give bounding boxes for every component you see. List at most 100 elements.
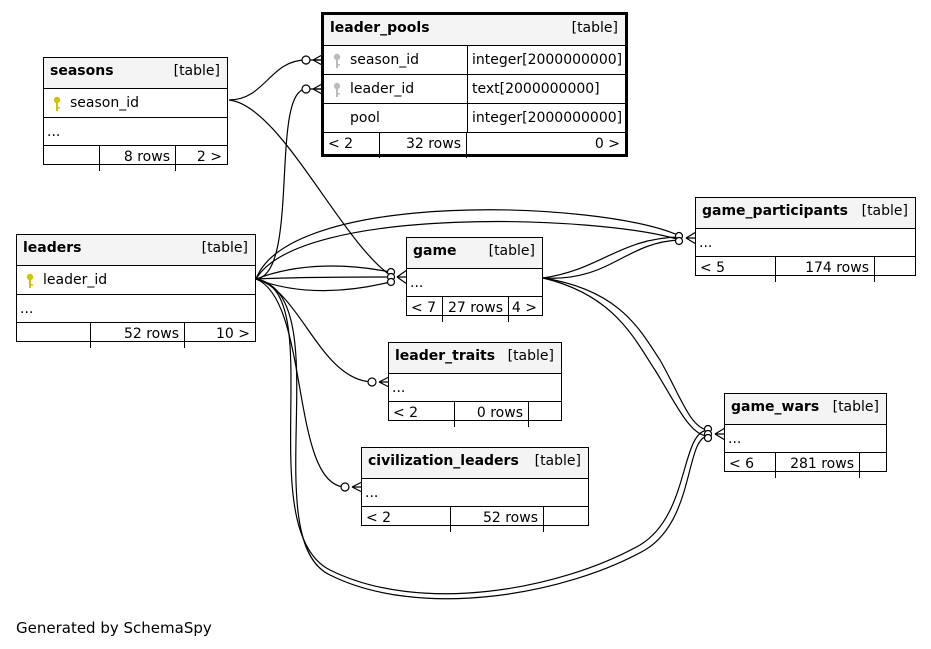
table-name: civilization_leaders <box>368 453 519 469</box>
edge-leaders-game-participants-2 <box>255 220 681 280</box>
table-game-wars[interactable]: game_wars [table] ... < 6 281 rows <box>724 393 887 478</box>
table-footer: < 7 27 rows 4 > <box>407 296 542 322</box>
column-row[interactable]: leader_id <box>17 265 255 294</box>
footer-children <box>874 257 915 282</box>
table-footer: < 2 32 rows 0 > <box>324 132 625 158</box>
edge-leaders-game-participants-1 <box>255 209 681 280</box>
table-seasons[interactable]: seasons [table] season_id ... 8 rows 2 > <box>43 57 228 171</box>
column-name: pool <box>350 110 380 126</box>
footer-children[interactable]: 10 > <box>184 323 255 348</box>
footer-children <box>859 453 886 478</box>
table-type: [table] <box>861 203 908 219</box>
footer-children[interactable]: 2 > <box>175 146 227 171</box>
table-name: leader_pools <box>330 20 430 36</box>
table-type: [table] <box>507 348 554 364</box>
more-columns[interactable]: ... <box>362 478 588 506</box>
table-leader-pools[interactable]: leader_pools [table] season_id integer[2… <box>321 12 628 158</box>
table-footer: < 6 281 rows <box>725 452 886 478</box>
table-footer: 52 rows 10 > <box>17 322 255 348</box>
primary-key-icon <box>53 96 61 111</box>
table-game[interactable]: game [table] ... < 7 27 rows 4 > <box>406 237 543 322</box>
footer-parents[interactable]: < 2 <box>393 405 419 421</box>
footer-row-count: 52 rows <box>90 323 184 348</box>
table-civilization-leaders[interactable]: civilization_leaders [table] ... < 2 52 … <box>361 447 589 532</box>
table-type: [table] <box>173 63 220 79</box>
footer-children <box>528 402 561 427</box>
table-footer: 8 rows 2 > <box>44 145 227 171</box>
column-name: leader_id <box>43 272 108 288</box>
more-columns[interactable]: ... <box>44 117 227 145</box>
table-type: [table] <box>534 453 581 469</box>
table-header: leader_pools [table] <box>324 15 625 45</box>
table-name: game_participants <box>702 203 848 219</box>
edge-game-game-participants-1 <box>542 236 681 279</box>
column-row[interactable]: leader_id text[2000000000] <box>324 74 625 103</box>
table-header: game_wars [table] <box>725 394 886 424</box>
column-name: season_id <box>70 95 139 111</box>
column-row[interactable]: pool integer[2000000000] <box>324 103 625 132</box>
footer-row-count: 32 rows <box>379 133 466 158</box>
table-footer: < 5 174 rows <box>696 256 915 282</box>
table-name: leaders <box>23 240 82 256</box>
footer-parents[interactable]: < 7 <box>411 300 437 316</box>
table-header: civilization_leaders [table] <box>362 448 588 478</box>
footer-row-count: 8 rows <box>99 146 175 171</box>
more-columns[interactable]: ... <box>407 268 542 296</box>
edge-leaders-civilization-leaders <box>255 278 346 488</box>
table-name: seasons <box>50 63 114 79</box>
edge-seasons-game <box>228 99 391 276</box>
table-header: seasons [table] <box>44 58 227 88</box>
edge-game-game-wars-2 <box>542 277 709 437</box>
edge-leaders-game-3 <box>255 278 391 292</box>
table-leaders[interactable]: leaders [table] leader_id ... 52 rows 10… <box>16 234 256 348</box>
foreign-key-icon <box>333 82 341 97</box>
table-name: game_wars <box>731 399 820 415</box>
edge-leaders-leader-pools <box>255 88 322 280</box>
edge-seasons-leader-pools <box>228 59 322 101</box>
generated-by-credit: Generated by SchemaSpy <box>16 619 212 637</box>
edge-leaders-game-wars-1 <box>255 278 709 595</box>
column-name: season_id <box>350 52 419 68</box>
table-type: [table] <box>571 20 618 36</box>
edge-game-game-wars-1 <box>542 277 709 431</box>
footer-row-count: 0 rows <box>454 402 528 427</box>
foreign-key-icon <box>333 53 341 68</box>
footer-parents[interactable]: < 2 <box>366 510 392 526</box>
footer-row-count: 281 rows <box>775 453 859 478</box>
column-row[interactable]: season_id <box>44 88 227 117</box>
table-header: leader_traits [table] <box>389 343 561 373</box>
column-type: text[2000000000] <box>467 75 600 103</box>
footer-children[interactable]: 4 > <box>508 297 542 322</box>
footer-row-count: 52 rows <box>450 507 543 532</box>
table-game-participants[interactable]: game_participants [table] ... < 5 174 ro… <box>695 197 916 282</box>
edge-leaders-game-wars-2 <box>255 278 709 600</box>
footer-parents[interactable]: < 2 <box>328 136 354 152</box>
table-header: leaders [table] <box>17 235 255 265</box>
footer-parents[interactable]: < 6 <box>729 456 755 472</box>
table-leader-traits[interactable]: leader_traits [table] ... < 2 0 rows <box>388 342 562 427</box>
table-name: game <box>413 243 457 259</box>
edge-leaders-game-2 <box>255 276 391 280</box>
footer-row-count: 174 rows <box>775 257 874 282</box>
table-footer: < 2 52 rows <box>362 506 588 532</box>
footer-parents[interactable]: < 5 <box>700 260 726 276</box>
column-name: leader_id <box>350 81 415 97</box>
footer-row-count: 27 rows <box>442 297 508 322</box>
more-columns[interactable]: ... <box>725 424 886 452</box>
edge-game-game-participants-2 <box>542 239 681 279</box>
table-header: game [table] <box>407 238 542 268</box>
footer-children[interactable]: 0 > <box>466 133 625 158</box>
more-columns[interactable]: ... <box>17 294 255 322</box>
more-columns[interactable]: ... <box>696 228 915 256</box>
more-columns[interactable]: ... <box>389 373 561 401</box>
edge-markers <box>301 54 726 493</box>
primary-key-icon <box>26 273 34 288</box>
footer-parents <box>17 323 90 348</box>
column-row[interactable]: season_id integer[2000000000] <box>324 45 625 74</box>
table-type: [table] <box>832 399 879 415</box>
table-name: leader_traits <box>395 348 496 364</box>
edge-leaders-game-1 <box>255 265 391 280</box>
table-type: [table] <box>488 243 535 259</box>
footer-parents <box>44 146 99 171</box>
